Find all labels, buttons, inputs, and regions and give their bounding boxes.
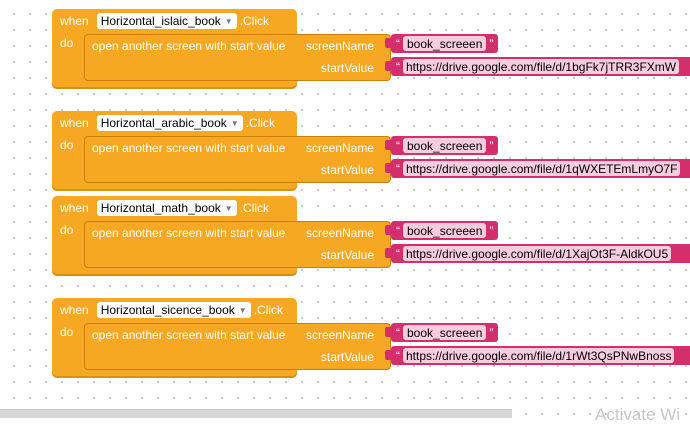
start-value-label: startValue bbox=[320, 61, 374, 75]
open-quote: “ bbox=[396, 36, 400, 51]
open-screen-call-block[interactable]: open another screen with start value scr… bbox=[84, 136, 391, 183]
start-value-text-block[interactable]: “https://drive.google.com/file/d/1qWXETE… bbox=[391, 159, 690, 178]
click-label: .Click bbox=[239, 201, 270, 215]
open-quote: “ bbox=[396, 325, 400, 340]
start-value-label: startValue bbox=[320, 163, 374, 177]
component-name: Horizontal_arabic_book bbox=[100, 116, 227, 130]
open-screen-call-block[interactable]: open another screen with start value scr… bbox=[84, 221, 391, 268]
socket-connector bbox=[385, 61, 392, 71]
open-screen-call-block[interactable]: open another screen with start value scr… bbox=[84, 323, 391, 370]
screen-name-label: screenName bbox=[305, 39, 374, 53]
chevron-down-icon: ▼ bbox=[238, 305, 247, 315]
close-quote: ” bbox=[489, 36, 494, 51]
start-value-text-block[interactable]: “https://drive.google.com/file/d/1rWt3Qs… bbox=[391, 346, 690, 365]
screen-name-text-block[interactable]: “book_screeen” bbox=[391, 323, 499, 342]
component-name: Horizontal_islaic_book bbox=[100, 14, 221, 28]
component-name: Horizontal_math_book bbox=[100, 201, 221, 215]
activate-windows-watermark: Activate Wi bbox=[595, 405, 681, 424]
component-dropdown[interactable]: Horizontal_sicence_book▼ bbox=[96, 302, 251, 318]
click-label: .Click bbox=[253, 303, 284, 317]
procedure-label: open another screen with start value bbox=[92, 39, 286, 53]
start-value-url[interactable]: https://drive.google.com/file/d/1rWt3QsP… bbox=[403, 348, 675, 363]
component-dropdown[interactable]: Horizontal_arabic_book▼ bbox=[96, 115, 243, 131]
socket-connector bbox=[385, 38, 392, 48]
start-value-label: startValue bbox=[320, 350, 374, 364]
open-quote: “ bbox=[396, 223, 400, 238]
when-label: when bbox=[60, 201, 89, 215]
when-click-event-block[interactable]: when Horizontal_arabic_book▼ .Click do o… bbox=[52, 111, 690, 191]
screen-name-value[interactable]: book_screeen bbox=[403, 36, 487, 51]
chevron-down-icon: ▼ bbox=[230, 118, 239, 128]
close-quote: ” bbox=[489, 223, 494, 238]
do-label: do bbox=[60, 223, 74, 237]
close-quote: ” bbox=[489, 138, 494, 153]
screen-name-text-block[interactable]: “book_screeen” bbox=[391, 136, 499, 155]
component-dropdown[interactable]: Horizontal_math_book▼ bbox=[96, 200, 237, 216]
horizontal-scrollbar[interactable] bbox=[0, 409, 512, 418]
screen-name-label: screenName bbox=[305, 226, 374, 240]
open-quote: “ bbox=[396, 59, 400, 74]
procedure-label: open another screen with start value bbox=[92, 141, 286, 155]
chevron-down-icon: ▼ bbox=[224, 16, 233, 26]
screen-name-text-block[interactable]: “book_screeen” bbox=[391, 221, 499, 240]
start-value-url[interactable]: https://drive.google.com/file/d/1XajOt3F… bbox=[403, 246, 672, 261]
event-header: when Horizontal_islaic_book▼ .Click bbox=[52, 9, 269, 33]
socket-connector bbox=[385, 350, 392, 360]
open-screen-call-block[interactable]: open another screen with start value scr… bbox=[84, 34, 391, 81]
open-quote: “ bbox=[396, 246, 400, 261]
screen-name-value[interactable]: book_screeen bbox=[403, 138, 487, 153]
do-label: do bbox=[60, 36, 74, 50]
when-label: when bbox=[60, 303, 89, 317]
start-value-url[interactable]: https://drive.google.com/file/d/1bgFk7jT… bbox=[403, 59, 680, 74]
when-label: when bbox=[60, 14, 89, 28]
when-click-event-block[interactable]: when Horizontal_sicence_book▼ .Click do … bbox=[52, 298, 690, 378]
start-value-url[interactable]: https://drive.google.com/file/d/1qWXETEm… bbox=[403, 161, 681, 176]
event-header: when Horizontal_math_book▼ .Click bbox=[52, 196, 269, 220]
event-header: when Horizontal_sicence_book▼ .Click bbox=[52, 298, 283, 322]
screen-name-text-block[interactable]: “book_screeen” bbox=[391, 34, 499, 53]
component-dropdown[interactable]: Horizontal_islaic_book▼ bbox=[96, 13, 237, 29]
click-label: .Click bbox=[239, 14, 270, 28]
socket-connector bbox=[385, 163, 392, 173]
close-quote: ” bbox=[489, 325, 494, 340]
when-click-event-block[interactable]: when Horizontal_islaic_book▼ .Click do o… bbox=[52, 9, 690, 89]
when-label: when bbox=[60, 116, 89, 130]
screen-name-value[interactable]: book_screeen bbox=[403, 223, 487, 238]
procedure-label: open another screen with start value bbox=[92, 328, 286, 342]
when-click-event-block[interactable]: when Horizontal_math_book▼ .Click do ope… bbox=[52, 196, 690, 276]
open-quote: “ bbox=[396, 161, 400, 176]
click-label: .Click bbox=[245, 116, 276, 130]
do-label: do bbox=[60, 325, 74, 339]
start-value-label: startValue bbox=[320, 248, 374, 262]
screen-name-label: screenName bbox=[305, 141, 374, 155]
screen-name-label: screenName bbox=[305, 328, 374, 342]
open-quote: “ bbox=[396, 138, 400, 153]
event-header: when Horizontal_arabic_book▼ .Click bbox=[52, 111, 275, 135]
socket-connector bbox=[385, 225, 392, 235]
do-label: do bbox=[60, 138, 74, 152]
chevron-down-icon: ▼ bbox=[224, 203, 233, 213]
open-quote: “ bbox=[396, 348, 400, 363]
start-value-text-block[interactable]: “https://drive.google.com/file/d/1bgFk7j… bbox=[391, 57, 690, 76]
procedure-label: open another screen with start value bbox=[92, 226, 286, 240]
screen-name-value[interactable]: book_screeen bbox=[403, 325, 487, 340]
socket-connector bbox=[385, 140, 392, 150]
socket-connector bbox=[385, 248, 392, 258]
component-name: Horizontal_sicence_book bbox=[100, 303, 235, 317]
start-value-text-block[interactable]: “https://drive.google.com/file/d/1XajOt3… bbox=[391, 244, 690, 263]
socket-connector bbox=[385, 327, 392, 337]
